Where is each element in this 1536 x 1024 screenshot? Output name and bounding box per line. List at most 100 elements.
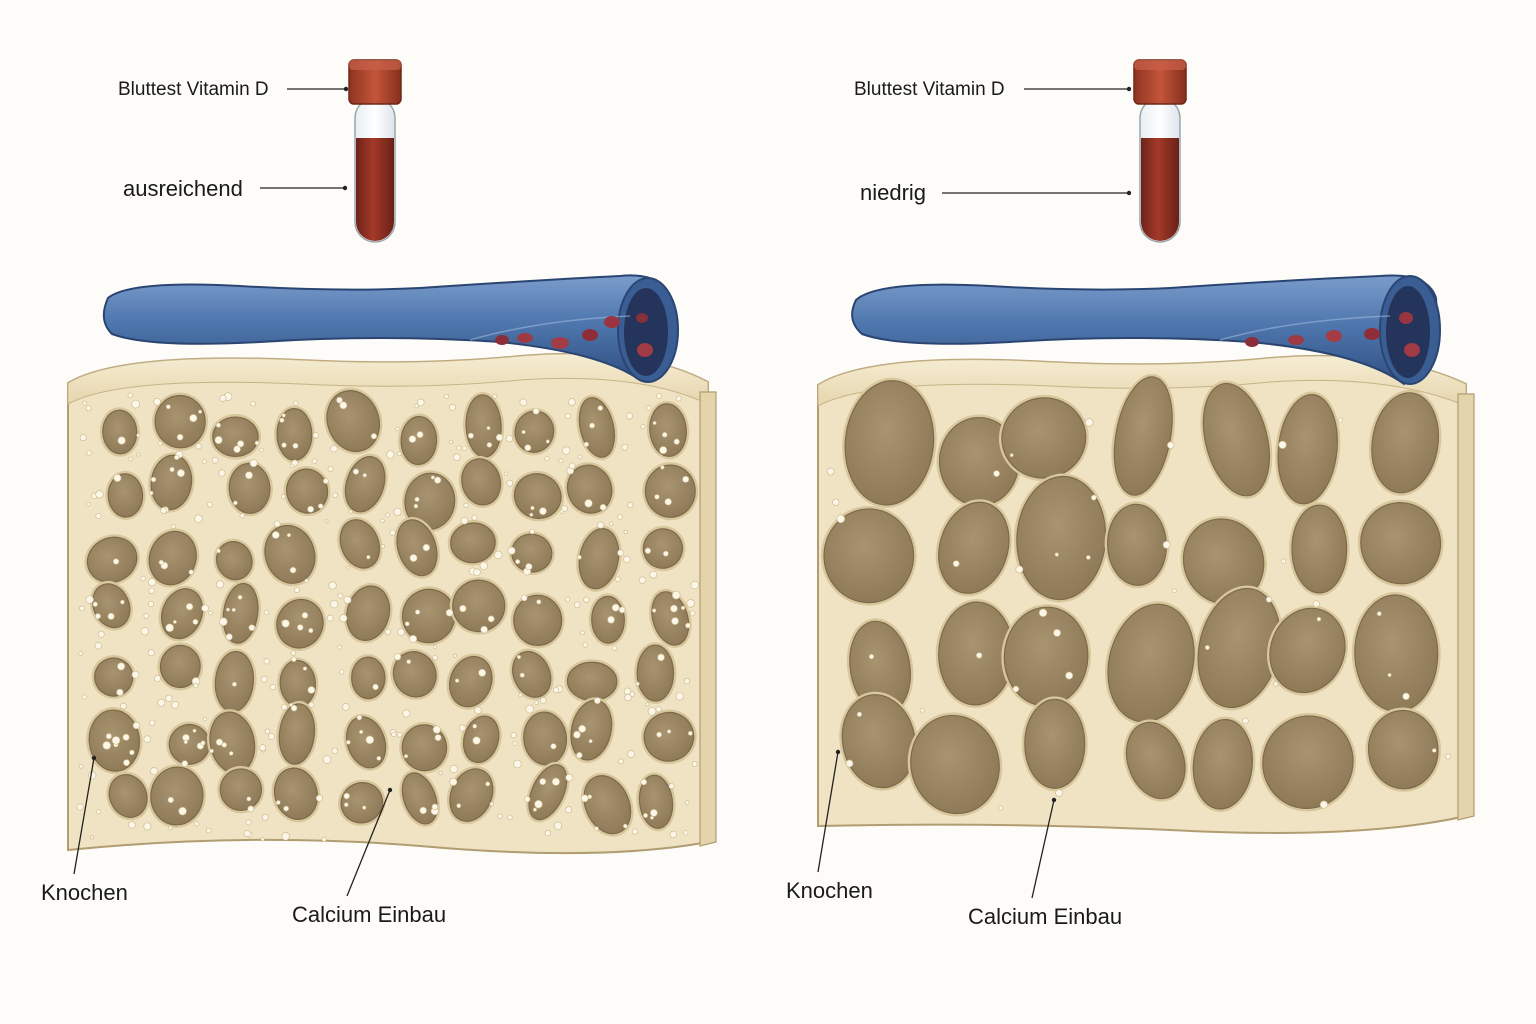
- pore: [1024, 698, 1086, 789]
- calcium-dot: [82, 400, 88, 406]
- calcium-dot: [301, 612, 309, 619]
- calcium-dot: [461, 445, 468, 451]
- calcium-dot: [386, 450, 395, 459]
- calcium-dot: [229, 751, 234, 756]
- calcium-dot: [160, 507, 167, 514]
- pore: [566, 464, 613, 514]
- pore: [1262, 715, 1354, 810]
- calcium-dot: [176, 469, 185, 478]
- calcium-dot: [332, 492, 338, 498]
- calcium-dot: [618, 606, 626, 614]
- calcium-dot: [237, 440, 245, 448]
- calcium-dot: [1012, 685, 1020, 693]
- calcium-dot: [269, 683, 276, 691]
- calcium-dot: [243, 830, 251, 837]
- red-blood-cells: [1245, 312, 1420, 357]
- calcium-deposits: [76, 392, 699, 842]
- calcium-dot: [525, 563, 533, 571]
- calcium-dot: [317, 503, 324, 509]
- calcium-dot: [686, 599, 695, 608]
- calcium-dot: [832, 498, 840, 506]
- calcium-dot: [654, 494, 660, 500]
- calcium-dot: [246, 796, 252, 802]
- calcium-dot: [194, 514, 203, 523]
- calcium-dot: [539, 507, 547, 515]
- calcium-dot: [452, 653, 457, 658]
- calcium-dot: [652, 421, 657, 425]
- calcium-dot: [545, 439, 550, 444]
- calcium-dot: [638, 576, 647, 584]
- pore: [1367, 709, 1439, 790]
- calcium-dot: [1278, 440, 1287, 449]
- calcium-dot: [245, 471, 253, 480]
- calcium-dot: [208, 610, 213, 616]
- calcium-dot: [136, 452, 141, 457]
- calcium-dot: [1319, 800, 1328, 809]
- calcium-dot: [534, 700, 539, 705]
- calcium-dot: [389, 529, 396, 536]
- calcium-dot: [580, 794, 589, 803]
- blood-tube-icon: [1133, 59, 1187, 243]
- calcium-dot: [211, 456, 219, 464]
- calcium-dot: [380, 518, 385, 524]
- calcium-dot: [259, 447, 264, 453]
- calcium-dot: [283, 805, 289, 812]
- calcium-dot: [1242, 717, 1249, 725]
- calcium-dot: [1038, 608, 1048, 617]
- calcium-dot: [532, 807, 537, 812]
- calcium-dot: [646, 405, 652, 411]
- calcium-dot: [148, 600, 155, 607]
- pore: [450, 522, 496, 564]
- calcium-dot: [97, 630, 105, 638]
- calcium-dot: [458, 724, 466, 732]
- calcium-dot: [286, 533, 291, 538]
- calcium-label: Calcium Einbau: [292, 902, 446, 927]
- pore: [215, 541, 253, 581]
- calcium-dot: [185, 603, 194, 611]
- calcium-dot: [647, 707, 657, 716]
- calcium-dot: [112, 558, 120, 565]
- calcium-dot: [666, 729, 672, 734]
- calcium-dot: [1445, 753, 1451, 760]
- pore: [92, 583, 131, 629]
- calcium-dot: [664, 498, 672, 506]
- calcium-dot: [168, 825, 173, 830]
- pore: [651, 591, 690, 646]
- vitamin-level-label: ausreichend: [123, 176, 243, 201]
- calcium-dot: [132, 721, 141, 730]
- calcium-dot: [671, 590, 681, 600]
- calcium-dot: [521, 429, 526, 435]
- calcium-dot: [430, 475, 435, 480]
- calcium-dot: [150, 476, 157, 483]
- calcium-dot: [200, 740, 206, 746]
- calcium-dot: [1204, 645, 1210, 650]
- calcium-dot: [539, 697, 547, 704]
- calcium-dot: [397, 451, 402, 457]
- calcium-dot: [348, 509, 353, 514]
- calcium-dot: [565, 596, 571, 602]
- bone-leader: [817, 751, 839, 873]
- calcium-dot: [643, 813, 648, 818]
- calcium-dot: [76, 803, 84, 811]
- calcium-dot: [1272, 681, 1279, 687]
- calcium-dot: [414, 403, 419, 409]
- calcium-dot: [362, 473, 367, 478]
- calcium-dot: [194, 821, 200, 827]
- calcium-dot: [343, 595, 352, 604]
- pore: [107, 473, 144, 518]
- pore: [1192, 718, 1253, 810]
- pore: [102, 409, 138, 455]
- calcium-dot: [322, 755, 332, 764]
- calcium-dot: [577, 554, 582, 560]
- calcium-dot: [391, 731, 397, 738]
- calcium-dot: [216, 548, 221, 554]
- calcium-leader: [346, 789, 391, 897]
- pore: [1269, 607, 1346, 694]
- calcium-dot: [443, 394, 449, 399]
- pore: [644, 464, 696, 518]
- calcium-dot: [147, 578, 157, 587]
- calcium-dot: [544, 830, 551, 837]
- calcium-dot: [467, 432, 474, 439]
- pore: [228, 462, 271, 514]
- pore: [512, 650, 552, 698]
